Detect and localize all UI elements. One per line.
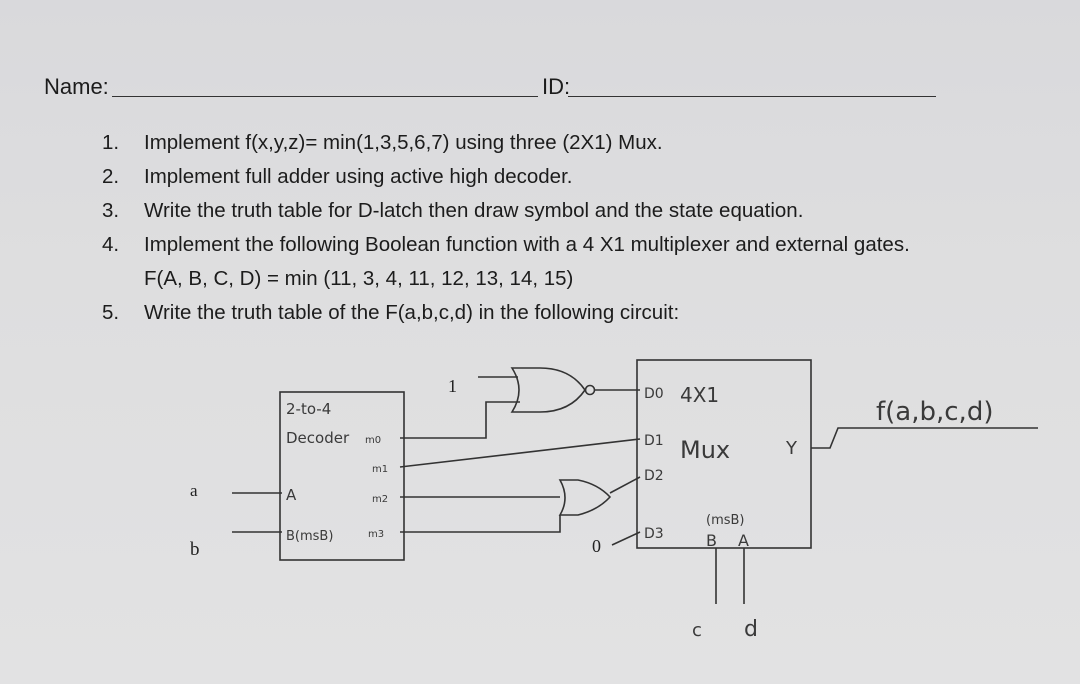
- decoder-input-b: B(msB): [286, 529, 333, 544]
- question-1: 1.Implement f(x,y,z)= min(1,3,5,6,7) usi…: [102, 131, 663, 154]
- input-b-label: b: [190, 539, 200, 560]
- mux-input-d1: D1: [644, 433, 664, 449]
- question-4: 4.Implement the following Boolean functi…: [102, 233, 910, 256]
- mux-title: 4X1: [680, 383, 719, 407]
- mux-input-d0: D0: [644, 386, 664, 402]
- name-line: [112, 96, 538, 97]
- mux-input-d3: D3: [644, 526, 664, 542]
- mux-input-d2: D2: [644, 468, 664, 484]
- mux-subtitle: Mux: [680, 436, 730, 464]
- or-gate-small: [558, 479, 612, 516]
- question-2: 2.Implement full adder using active high…: [102, 165, 573, 188]
- m0-wire: [400, 401, 520, 439]
- decoder-title-2: Decoder: [286, 429, 350, 447]
- constant-zero-label: 0: [592, 536, 601, 556]
- m1-wire: [399, 438, 641, 468]
- name-label: Name:: [44, 74, 109, 99]
- output-wire: [811, 427, 1038, 449]
- id-label: ID:: [542, 74, 571, 99]
- nor-gate: [510, 367, 586, 413]
- gate-to-d2-wire: [609, 476, 641, 494]
- decoder-input-a: A: [286, 486, 297, 504]
- id-line: [568, 96, 936, 97]
- output-function-label: f(a,b,c,d): [876, 397, 993, 427]
- constant-one-label: 1: [448, 376, 457, 396]
- mux-block: [636, 359, 812, 549]
- mux-select-note: (msB): [706, 513, 745, 528]
- question-5: 5.Write the truth table of the F(a,b,c,d…: [102, 301, 680, 324]
- mux-select-b: B: [706, 531, 717, 550]
- input-a-label: a: [190, 481, 198, 500]
- m3-wire: [400, 515, 561, 533]
- select-d-label: d: [744, 617, 758, 642]
- decoder-block: [279, 391, 405, 561]
- question-list: 1.Implement f(x,y,z)= min(1,3,5,6,7) usi…: [102, 126, 1062, 330]
- mux-select-a: A: [738, 531, 749, 550]
- question-4-function: F(A, B, C, D) = min (11, 3, 4, 11, 12, 1…: [144, 267, 574, 290]
- constant-zero-wire: [611, 531, 641, 546]
- decoder-output-m2: m2: [372, 494, 388, 505]
- decoder-output-m0: m0: [365, 435, 381, 446]
- mux-output-y: Y: [785, 438, 798, 459]
- decoder-output-m1: m1: [372, 464, 388, 475]
- select-c-label: c: [692, 620, 702, 641]
- decoder-output-m3: m3: [368, 529, 384, 540]
- nor-gate-bubble: [584, 384, 596, 396]
- decoder-title-1: 2-to-4: [286, 400, 331, 418]
- question-3: 3.Write the truth table for D-latch then…: [102, 199, 804, 222]
